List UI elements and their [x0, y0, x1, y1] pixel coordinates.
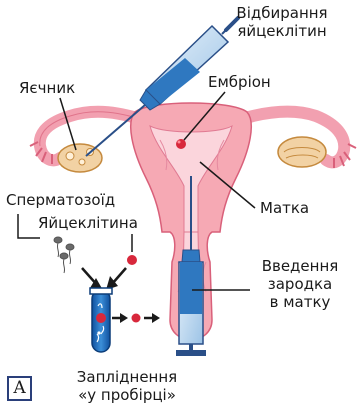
- sperm-cells: [54, 237, 74, 273]
- label-sperm: Сперматозоїд: [6, 191, 115, 209]
- label-embryo-transfer: Введення зародка в матку: [250, 257, 350, 311]
- right-ovary: [278, 137, 326, 167]
- label-embryo: Ембріон: [208, 73, 271, 91]
- label-ovary: Яєчник: [19, 79, 75, 97]
- label-in-vitro: Запліднення «у пробірці»: [62, 368, 192, 404]
- label-egg: Яйцеклітина: [38, 214, 138, 232]
- panel-letter: А: [7, 376, 32, 401]
- embryo-in-uterus: [176, 139, 186, 149]
- test-tube: [90, 288, 112, 352]
- label-uterus: Матка: [260, 199, 309, 217]
- label-egg-retrieval: Відбирання яйцеклітин: [227, 4, 337, 40]
- sperm-connector: [18, 214, 40, 238]
- embryo-out: [132, 314, 141, 323]
- egg-cell: [127, 255, 137, 265]
